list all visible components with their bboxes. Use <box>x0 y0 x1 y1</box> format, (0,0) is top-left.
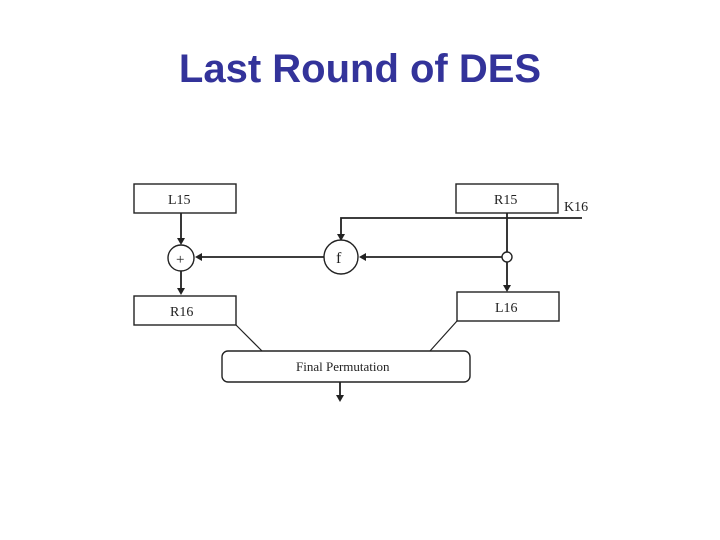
r16-label: R16 <box>170 305 193 320</box>
f-function: f <box>323 239 359 275</box>
final-permutation-box: Final Permutation <box>221 350 471 383</box>
f-label: f <box>336 250 342 267</box>
output-arrow <box>336 382 344 402</box>
r16-box: R16 <box>133 295 237 326</box>
split-to-f-wire <box>359 253 502 261</box>
k16-label: K16 <box>564 200 588 215</box>
page-title: Last Round of DES <box>178 47 542 91</box>
xor-to-r16-wire <box>177 271 185 295</box>
r15-box: R15 <box>455 183 559 214</box>
l16-box: L16 <box>456 291 560 322</box>
l15-label: L15 <box>168 193 191 208</box>
l16-to-fp-connector <box>429 320 458 352</box>
r15-label: R15 <box>494 193 517 208</box>
xor-symbol: + <box>176 252 184 268</box>
l15-box: L15 <box>133 183 237 214</box>
f-to-xor-wire <box>195 253 324 261</box>
split-to-l16-wire <box>503 262 511 292</box>
final-permutation-label: Final Permutation <box>296 359 390 374</box>
l16-label: L16 <box>495 301 518 316</box>
key-line <box>337 217 582 241</box>
r16-to-fp-connector <box>235 324 263 352</box>
xor-operator: + <box>167 244 195 272</box>
split-node <box>501 251 513 263</box>
l15-to-xor-wire <box>177 213 185 245</box>
